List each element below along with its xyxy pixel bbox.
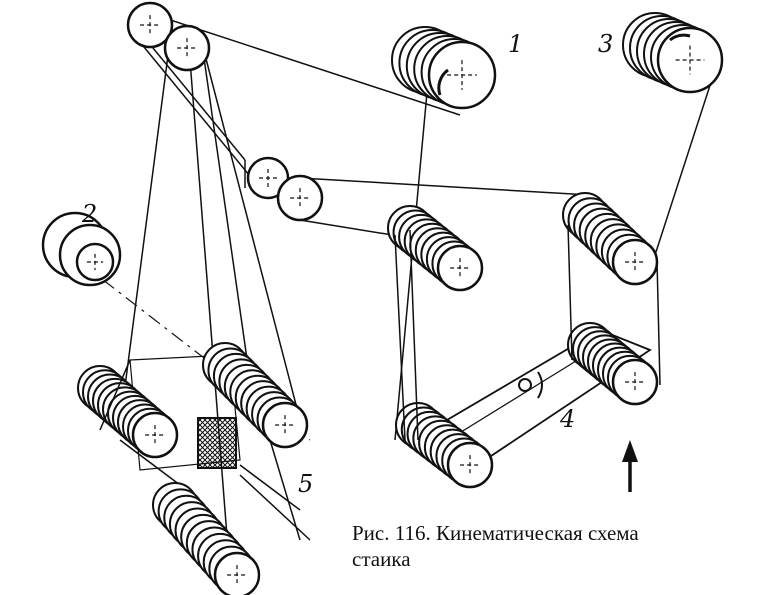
belt-line <box>239 464 301 511</box>
belt-line <box>269 439 301 541</box>
belt-line <box>567 224 573 361</box>
caption-line-2: стаика <box>352 547 411 571</box>
figure-caption: Рис. 116. Кинематическая схема стаика <box>352 520 772 572</box>
rotation-arrow-icon <box>437 68 449 96</box>
belt-line <box>119 39 171 426</box>
belt-line <box>199 29 251 381</box>
belt-line <box>409 229 419 441</box>
belt-line <box>656 259 661 386</box>
belt-line <box>654 69 716 256</box>
label-pulley-2: 2 <box>82 200 98 228</box>
belt-line <box>99 359 131 431</box>
belt-line <box>239 474 311 541</box>
direction-arrowhead-icon <box>622 440 638 462</box>
belt-line <box>204 54 301 421</box>
pivot <box>518 378 532 392</box>
belt-line <box>189 59 231 576</box>
belt-line <box>394 234 406 441</box>
label-pulley-1: 1 <box>508 30 524 58</box>
label-pulley-3: 3 <box>598 30 614 58</box>
rotation-arrow-icon <box>537 371 543 399</box>
rotation-arrow-icon <box>669 33 691 42</box>
caption-line-1: Рис. 116. Кинематическая схема <box>352 521 639 545</box>
belt-line <box>299 177 591 196</box>
label-part-5: 5 <box>298 470 314 498</box>
workpiece-block <box>197 417 237 469</box>
label-frame-4: 4 <box>560 405 576 433</box>
